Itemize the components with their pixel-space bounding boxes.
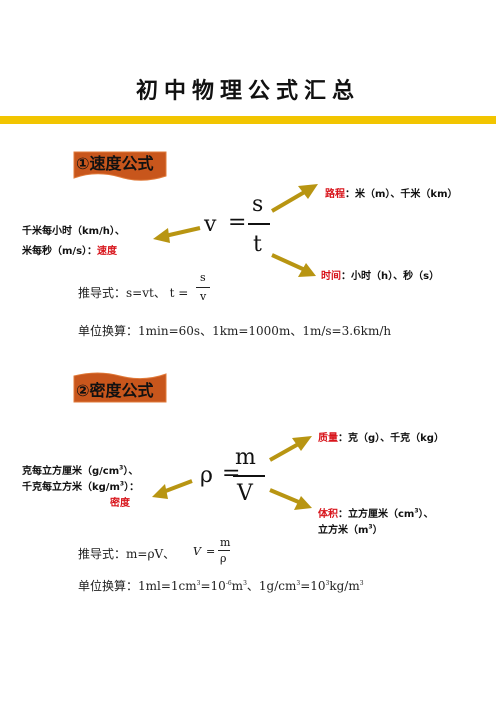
density-derivation-equals: = xyxy=(206,545,216,558)
speed-distance-units: ：米（m）、千米（km） xyxy=(345,189,458,200)
density-arrow-mass-head xyxy=(292,436,312,451)
page-title: 初中物理公式汇总 xyxy=(135,79,360,104)
title-underline-bar xyxy=(0,116,496,124)
density-units-line2: 千克每立方米（kg/m3）： xyxy=(22,478,139,493)
density-units-line1-text: 克每立方厘米（g/cm xyxy=(22,466,120,477)
speed-derivation-denominator: v xyxy=(200,290,207,303)
speed-quantity-name: 速度 xyxy=(97,246,118,257)
density-volume-line2: 立方米（m3） xyxy=(318,521,383,536)
speed-section-tag xyxy=(73,151,167,181)
density-tag-label: ②密度公式 xyxy=(76,381,154,400)
density-units-line1: 克每立方厘米（g/cm3）、 xyxy=(22,462,138,477)
speed-unit-conversion: 单位换算：1min=60s、1km=1000m、1m/s=3.6km/h xyxy=(78,324,392,338)
density-formula-denominator: V xyxy=(237,481,253,506)
speed-units-line2: 米每秒（m/s）：速度 xyxy=(22,242,117,257)
density-derivation: 推导式：m=ρV、 xyxy=(78,545,175,562)
density-units-line2-end: ）： xyxy=(124,482,140,493)
density-derivation-prefix: 推导式： xyxy=(78,547,127,561)
density-conv-part-a: 单位换算：1ml=1cm xyxy=(78,579,197,593)
density-derivation-fraction-bar xyxy=(218,550,230,551)
speed-time-label: 时间：小时（h）、秒（s） xyxy=(321,267,439,282)
density-conv-sup-3: 3 xyxy=(243,580,247,587)
speed-arrow-speed xyxy=(164,226,201,238)
density-conv-part-d: 、1g/cm xyxy=(246,579,297,593)
density-conv-sup-1: 3 xyxy=(196,580,201,587)
density-volume-line2-text: 立方米（m xyxy=(318,525,369,536)
density-mass-label: 质量：克（g）、千克（kg） xyxy=(318,429,444,444)
speed-distance-name: 路程 xyxy=(325,189,345,200)
speed-formula-equals: = xyxy=(228,210,247,235)
density-tag-banner-shape xyxy=(73,372,167,403)
density-volume-label: 体积：立方厘米（cm3）、 xyxy=(318,505,434,520)
speed-arrow-time-head xyxy=(298,263,316,277)
speed-time-units: ：小时（h）、秒（s） xyxy=(341,271,440,282)
density-quantity-name: 密度 xyxy=(110,498,130,509)
density-volume-units-end: ）、 xyxy=(418,509,434,520)
density-arrow-density xyxy=(162,479,193,494)
density-formula-equals: = xyxy=(222,461,241,486)
density-conv-sup-6: 3 xyxy=(359,580,364,587)
density-derivation-lhs: V xyxy=(193,545,201,558)
speed-formula-lhs: v xyxy=(204,212,217,237)
density-formula-fraction-bar xyxy=(233,475,265,477)
speed-arrow-speed-head xyxy=(153,228,170,243)
density-volume-name: 体积 xyxy=(318,509,338,520)
density-derivation-expr: m=ρV、 xyxy=(126,547,176,561)
speed-tag-banner-shape xyxy=(73,151,167,181)
speed-arrow-time xyxy=(271,253,306,272)
density-mass-units: ：克（g）、千克（kg） xyxy=(338,433,444,444)
density-units-line1-end: ）、 xyxy=(123,466,139,477)
density-units-line2-text: 千克每立方米（kg/m xyxy=(22,482,120,493)
speed-derivation: 推导式：s=vt、 t = xyxy=(78,284,188,301)
density-mass-name: 质量 xyxy=(318,433,338,444)
density-derivation-numerator: m xyxy=(220,536,231,549)
speed-derivation-fraction-bar xyxy=(196,287,210,288)
density-volume-line2-end: ） xyxy=(372,525,383,536)
speed-arrow-distance xyxy=(270,188,310,213)
density-conv-part-e: =10 xyxy=(300,579,326,593)
density-section-tag xyxy=(73,372,167,403)
speed-derivation-expr: s=vt、 t = xyxy=(126,286,189,300)
density-formula-lhs: ρ xyxy=(200,463,213,488)
density-arrow-density-head xyxy=(152,484,168,499)
speed-derivation-numerator: s xyxy=(200,271,206,284)
speed-distance-label: 路程：米（m）、千米（km） xyxy=(325,185,458,200)
density-conv-sup-5: 3 xyxy=(325,580,330,587)
density-formula-numerator: m xyxy=(235,445,256,470)
speed-units-line1: 千米每小时（km/h）、 xyxy=(22,226,125,237)
density-conv-part-f: kg/m xyxy=(329,579,360,593)
density-unit-conversion: 单位换算：1ml=1cm3=10-6m3、1g/cm3=103kg/m3 xyxy=(78,577,364,594)
density-arrow-volume xyxy=(269,488,302,505)
density-conv-part-c: m xyxy=(231,579,244,593)
speed-time-name: 时间 xyxy=(321,271,341,282)
density-units-line2-sup: 3 xyxy=(119,480,125,488)
density-conv-sup-4: 3 xyxy=(296,580,301,587)
speed-formula-denominator: t xyxy=(253,232,262,257)
density-units-line1-sup: 3 xyxy=(119,464,124,472)
density-volume-units-sup: 3 xyxy=(414,507,419,515)
density-volume-units: ：立方厘米（cm xyxy=(338,509,415,520)
density-conv-part-b: =10 xyxy=(200,579,226,593)
speed-arrow-distance-head xyxy=(298,184,318,199)
speed-formula-numerator: s xyxy=(252,192,264,217)
speed-derivation-prefix: 推导式： xyxy=(78,286,127,300)
speed-tag-label: ①速度公式 xyxy=(76,154,154,173)
density-arrow-mass xyxy=(269,440,303,462)
density-conv-sup-2: -6 xyxy=(225,580,232,587)
speed-formula-fraction-bar xyxy=(248,223,270,225)
density-volume-line2-sup: 3 xyxy=(368,523,373,531)
density-arrow-volume-head xyxy=(294,496,312,510)
density-derivation-denominator: ρ xyxy=(220,552,227,565)
speed-units-line2-prefix: 米每秒（m/s）： xyxy=(22,246,98,257)
